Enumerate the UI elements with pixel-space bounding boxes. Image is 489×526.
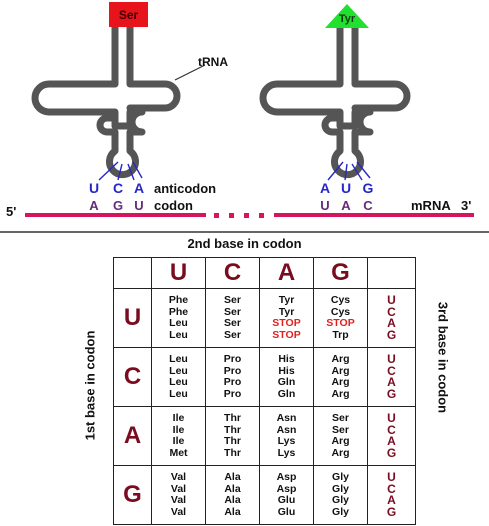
codon-label: codon xyxy=(154,198,193,213)
anticodon-right-1: A xyxy=(320,180,330,196)
stop-codon: STOP xyxy=(272,328,301,341)
second-base-header: G xyxy=(313,257,368,289)
first-base-title: 1st base in codon xyxy=(82,330,98,441)
ser-amino-acid-box xyxy=(109,2,148,27)
mrna-dot-2 xyxy=(229,213,234,218)
table-corner xyxy=(367,257,416,289)
first-base-header: G xyxy=(113,465,152,525)
codon-right-3: C xyxy=(363,198,373,213)
anticodon-left-1: U xyxy=(89,180,99,196)
anticodon-right-2: U xyxy=(341,180,351,196)
translation-diagram: Ser Tyr tRNA U C A A U G A G U U A C ant… xyxy=(0,2,489,233)
anticodon-label: anticodon xyxy=(154,181,216,196)
ser-label: Ser xyxy=(119,8,139,22)
three-prime-label: 3' xyxy=(461,198,471,213)
table-corner xyxy=(113,257,152,289)
codon-table-header-row: U C A G xyxy=(113,257,416,289)
five-prime-label: 5' xyxy=(6,204,16,219)
mrna-dot-1 xyxy=(214,213,219,218)
anticodon-stem-left-2 xyxy=(117,163,123,181)
stop-codon: STOP xyxy=(326,317,355,329)
anticodon-stem-left-1 xyxy=(98,161,119,181)
anticodon-stems-right xyxy=(327,161,371,181)
anticodon-stem-left-4 xyxy=(132,161,143,179)
anticodon-left-2: C xyxy=(113,180,123,196)
codon-left-2: G xyxy=(113,198,123,213)
anticodon-stem-right-1 xyxy=(327,161,344,181)
mrna-ellipsis xyxy=(214,213,264,218)
anticodon-right-3: G xyxy=(363,180,374,196)
trna-left xyxy=(31,22,181,179)
first-base-header: U xyxy=(113,288,152,348)
first-base-header: A xyxy=(113,406,152,466)
trna-left-outline xyxy=(31,22,181,179)
tyr-amino-acid-triangle xyxy=(325,4,369,28)
mrna-label: mRNA xyxy=(411,198,451,213)
trna-right xyxy=(259,22,411,179)
second-base-header: A xyxy=(259,257,314,289)
codon-left-3: U xyxy=(134,198,143,213)
codon-left-1: A xyxy=(89,198,99,213)
codon-right-2: A xyxy=(341,198,351,213)
anticodon-left-3: A xyxy=(134,180,144,196)
mrna-dot-4 xyxy=(259,213,264,218)
trna-right-outline xyxy=(259,22,411,179)
second-base-title: 2nd base in codon xyxy=(187,236,302,251)
third-base-title: 3rd base in codon xyxy=(435,301,451,414)
anticodon-stem-left-3 xyxy=(127,163,135,181)
codon-right-1: U xyxy=(320,198,329,213)
stop-codon: STOP xyxy=(272,317,301,329)
anticodon-stem-right-4 xyxy=(356,161,371,179)
first-base-header: C xyxy=(113,347,152,407)
anticodon-stem-right-3 xyxy=(351,163,363,181)
mrna-dot-3 xyxy=(244,213,249,218)
trna-pointer-line xyxy=(174,64,206,81)
second-base-header: U xyxy=(151,257,206,289)
trna-label: tRNA xyxy=(198,55,228,69)
anticodon-stems-left xyxy=(98,161,143,181)
tyr-label: Tyr xyxy=(339,13,356,25)
anticodon-stem-right-2 xyxy=(344,163,348,181)
second-base-header: C xyxy=(205,257,260,289)
